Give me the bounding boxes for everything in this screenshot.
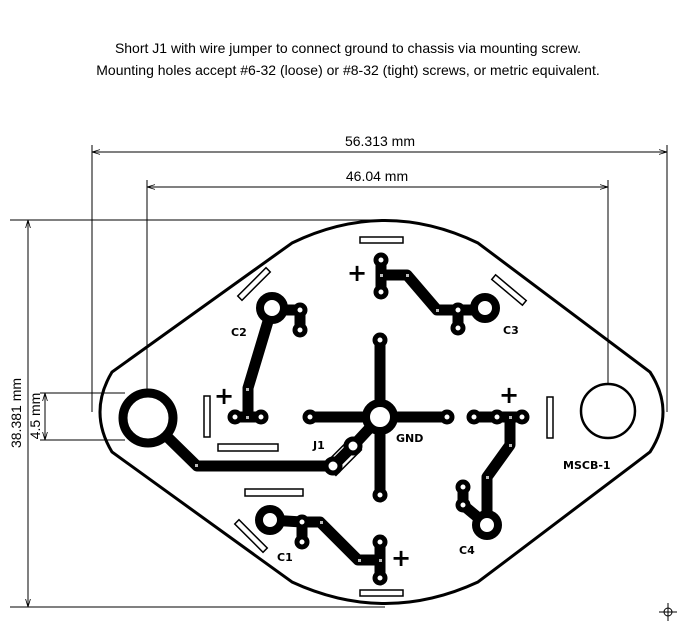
note-line-2: Mounting holes accept #6-32 (loose) or #…: [96, 62, 600, 78]
via-dots: [195, 274, 512, 562]
label-c4: C4: [459, 544, 475, 557]
c3-pad: [470, 293, 500, 323]
board-outline: [98, 219, 665, 605]
c2-pad: [256, 292, 288, 324]
large-pads: [118, 292, 637, 540]
small-pads: [227, 252, 530, 586]
polarity-plus-c3: +: [347, 259, 367, 287]
label-board-name: MSCB-1: [563, 459, 611, 472]
dim-hole-diameter: 4.5 mm: [27, 393, 43, 440]
mounting-hole-right: [579, 382, 637, 440]
note-line-1: Short J1 with wire jumper to connect gro…: [114, 40, 582, 56]
label-j1: J1: [312, 439, 325, 452]
move-crosshair-icon: [659, 603, 677, 621]
polarity-plus-c2: +: [214, 382, 234, 410]
polarity-plus-c1: +: [391, 544, 411, 572]
label-c1: C1: [277, 551, 293, 564]
label-gnd: GND: [396, 432, 423, 445]
polarity-plus-c4: +: [499, 381, 519, 409]
c4-pad: [472, 510, 502, 540]
label-c2: C2: [231, 326, 247, 339]
dim-hole-spacing: 46.04 mm: [346, 168, 408, 184]
mounting-hole-left: [118, 388, 178, 448]
dimension-lines: [10, 145, 668, 608]
dim-overall-height: 38.381 mm: [8, 378, 24, 448]
c1-pad: [255, 505, 285, 535]
silkscreen-bars: [203, 236, 554, 597]
gnd-pad: [362, 399, 398, 435]
label-c3: C3: [503, 324, 519, 337]
dim-overall-width: 56.313 mm: [345, 133, 415, 149]
